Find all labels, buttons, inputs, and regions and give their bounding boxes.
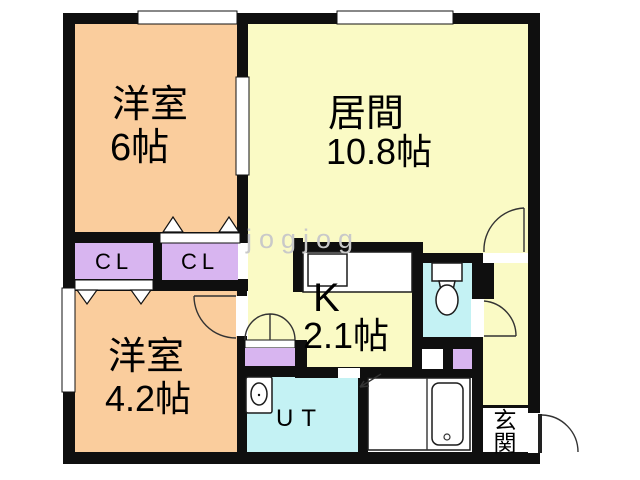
wall-living-bottom <box>420 253 528 263</box>
storage-box-small <box>453 349 472 369</box>
closet-left-sliding-track <box>74 279 154 291</box>
wall-outer-top <box>63 13 540 24</box>
label-bedroom-top-name: 洋室 <box>112 84 188 126</box>
label-entrance-top: 玄 <box>494 407 517 433</box>
label-entrance-bottom: 関 <box>494 430 517 456</box>
washbasin-drain <box>257 393 261 397</box>
room-bedroom-top-floor <box>75 24 238 232</box>
bath-door-mark <box>359 373 382 388</box>
label-living-area: 10.8帖 <box>326 131 432 172</box>
toilet-tank <box>431 262 463 282</box>
wall-corridor-stub <box>472 263 494 299</box>
entrance-floor <box>483 408 528 452</box>
wall-closet-top <box>63 232 248 243</box>
room-bedroom-bottom-floor <box>75 291 237 452</box>
label-kitchen-name: K <box>313 276 340 320</box>
label-bedroom-bottom-name: 洋室 <box>108 336 184 378</box>
label-living-name: 居間 <box>328 93 404 135</box>
label-closet-left: CL <box>95 249 133 274</box>
door-arc-toilet <box>483 300 517 337</box>
room-living-floor <box>248 24 528 253</box>
wall-kitchen-left <box>293 238 303 292</box>
closet-right-sliding-track <box>159 232 241 244</box>
door-arc-entrance <box>541 414 579 453</box>
wall-closet-divider <box>153 243 162 280</box>
label-bedroom-bottom-area: 4.2帖 <box>105 378 191 419</box>
entrance-door-leaf <box>538 414 542 453</box>
closet-right-box <box>162 243 238 280</box>
wall-utility-bath-top <box>295 367 480 378</box>
doorway-utility <box>338 368 360 378</box>
closet-left-box <box>75 243 153 279</box>
slide-marker-up-1 <box>161 215 185 233</box>
wall-utility-bath-divider <box>358 378 368 452</box>
hall-storage-box <box>245 348 295 366</box>
label-utility: UT <box>276 405 324 432</box>
watermark-text: jogjog <box>245 224 360 254</box>
entrance-step-line <box>483 405 528 408</box>
door-arc-bedroom-bottom <box>193 295 237 339</box>
label-bedroom-top-area: 6帖 <box>110 127 169 169</box>
door-arc-living-corridor <box>483 207 525 253</box>
hall-storage-track <box>244 339 296 349</box>
label-closet-right: CL <box>181 249 219 274</box>
doorway-entrance <box>528 413 540 453</box>
window-left-bedroom-bottom <box>61 287 76 393</box>
doorway-living-corridor <box>483 253 528 263</box>
slide-marker-up-2 <box>217 215 241 233</box>
door-bifold-storage <box>244 313 296 341</box>
wall-kitchen-right <box>412 242 423 350</box>
bathtub <box>431 382 464 446</box>
window-divider-wall <box>235 76 250 176</box>
label-kitchen-area: 2.1帖 <box>303 315 389 356</box>
wall-outer-bottom <box>63 452 540 464</box>
pipe-space-box <box>422 349 443 369</box>
slide-marker-down-2 <box>129 289 153 306</box>
wall-kitchen-top <box>293 242 420 252</box>
window-top-bedroom <box>137 10 238 25</box>
doorway-bedroom-bottom <box>236 296 248 336</box>
kitchen-sink <box>307 253 348 287</box>
window-top-living <box>336 10 454 25</box>
bathtub-drain <box>443 433 451 441</box>
doorway-toilet <box>471 299 484 337</box>
slide-marker-down-1 <box>75 289 99 306</box>
wall-outer-right <box>528 13 540 464</box>
toilet-bowl <box>435 284 459 316</box>
